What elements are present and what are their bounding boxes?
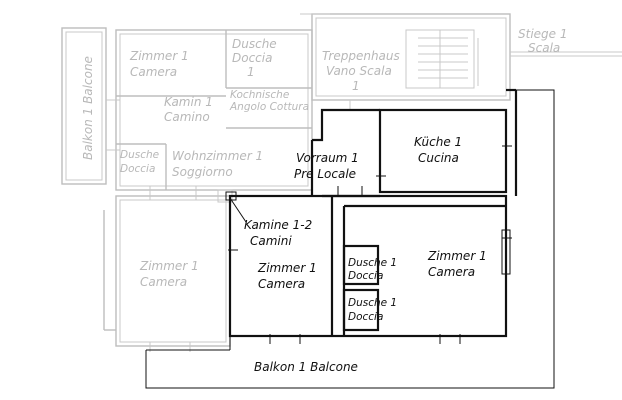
chimney-marker (225, 191, 247, 223)
dark-walls (228, 88, 518, 344)
label-zimmer-mid-2: Camera (258, 277, 305, 291)
label-wohnzimmer-2: Soggiorno (172, 165, 233, 179)
label-zimmer-top-1: Zimmer 1 (129, 49, 189, 63)
dark-labels: Vorraum 1 Pre Locale Küche 1 Cucina Kami… (244, 135, 487, 374)
label-dusche-left-1: Dusche (120, 149, 159, 161)
label-dusche-left-2: Doccia (120, 163, 155, 175)
label-stiege-2: Scala (528, 41, 560, 55)
label-dusche-b-2: Doccia (348, 311, 383, 323)
balcony-outline (145, 89, 555, 389)
label-balkon-left: Balkon 1 Balcone (81, 56, 95, 160)
label-kamin-1: Kamin 1 (164, 95, 213, 109)
faded-labels: Balkon 1 Balcone Zimmer 1 Camera Dusche … (81, 27, 568, 289)
label-vorraum-1: Vorraum 1 (296, 151, 359, 165)
label-kochnische-2: Angolo Cottura (229, 101, 309, 113)
label-dusche-b-1: Dusche 1 (348, 297, 397, 309)
label-kamine-2: Camini (250, 234, 292, 248)
label-treppenhaus-3: 1 (352, 79, 360, 93)
label-treppenhaus-2: Vano Scala (326, 64, 392, 78)
label-stiege-1: Stiege 1 (518, 27, 568, 41)
label-zimmer-mid-1: Zimmer 1 (257, 261, 317, 275)
label-zimmer-left-1: Zimmer 1 (139, 259, 199, 273)
faded-walls (61, 13, 622, 352)
label-dusche-a-2: Doccia (348, 270, 383, 282)
label-zimmer-right-1: Zimmer 1 (427, 249, 487, 263)
label-kamin-2: Camino (164, 110, 210, 124)
label-kueche-2: Cucina (418, 151, 459, 165)
label-kochnische-1: Kochnische (230, 89, 289, 101)
label-kueche-1: Küche 1 (414, 135, 462, 149)
label-zimmer-left-2: Camera (140, 275, 187, 289)
label-dusche-top-3: 1 (247, 65, 255, 79)
label-dusche-top-1: Dusche (232, 37, 277, 51)
label-dusche-a-1: Dusche 1 (348, 257, 397, 269)
label-vorraum-2: Pre Locale (294, 167, 356, 181)
label-balkon-bottom: Balkon 1 Balcone (254, 360, 358, 374)
label-wohnzimmer-1: Wohnzimmer 1 (172, 149, 263, 163)
label-treppenhaus-1: Treppenhaus (322, 49, 400, 63)
label-zimmer-right-2: Camera (428, 265, 475, 279)
label-dusche-top-2: Doccia (232, 51, 272, 65)
label-zimmer-top-2: Camera (130, 65, 177, 79)
label-kamine-1: Kamine 1-2 (244, 218, 312, 232)
